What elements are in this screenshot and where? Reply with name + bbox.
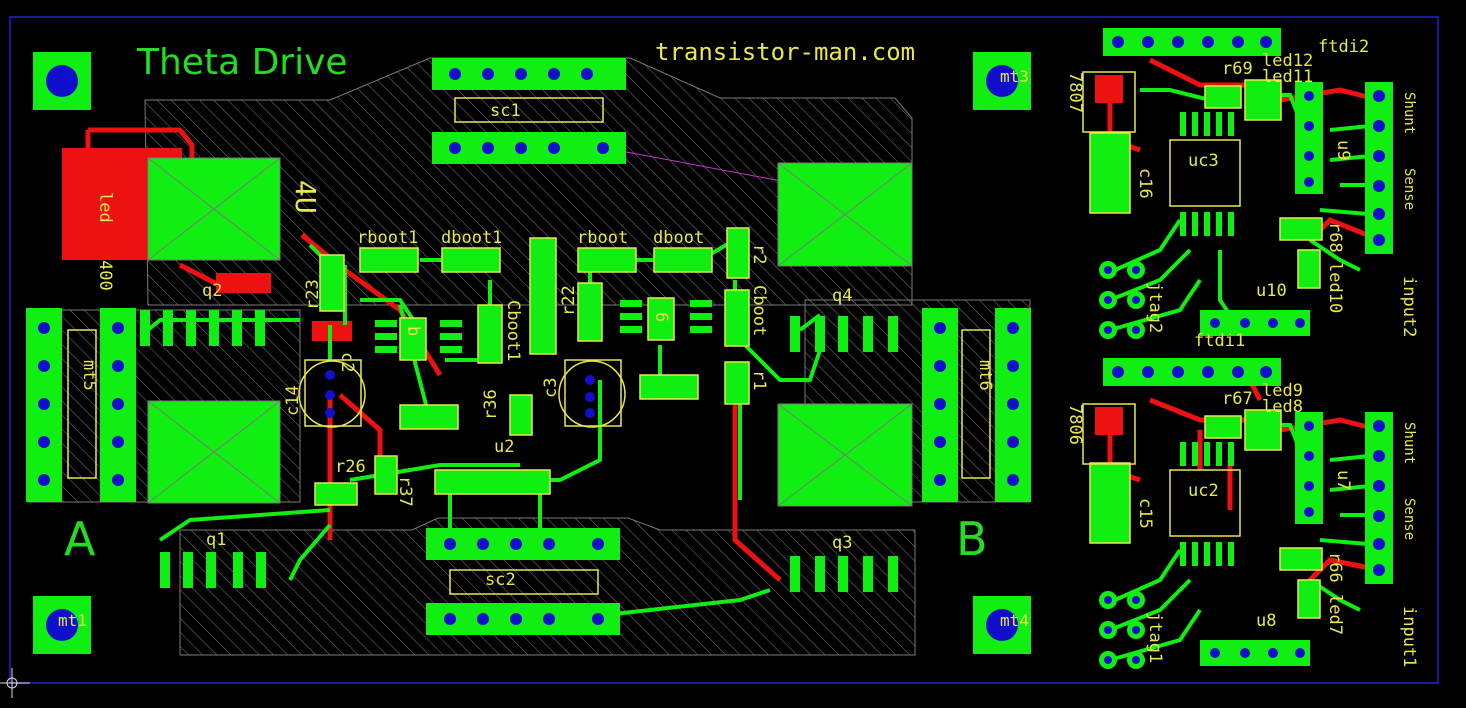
label-q1: q1 bbox=[206, 530, 226, 550]
label-input1: input1 bbox=[1399, 606, 1419, 667]
mt1-label: mt1 bbox=[58, 611, 87, 630]
label-q3: q3 bbox=[832, 533, 852, 553]
label-r1: r1 bbox=[749, 370, 769, 390]
label-mt5: mt5 bbox=[79, 360, 99, 391]
label-r37: r37 bbox=[395, 476, 415, 507]
label-led8: led8 bbox=[1262, 397, 1303, 417]
transistor-legs bbox=[140, 310, 898, 592]
website-label: transistor-man.com bbox=[655, 38, 915, 66]
label-sense-2: Sense bbox=[1401, 168, 1417, 210]
label-dboot1: dboot1 bbox=[441, 228, 502, 248]
label-4u: 4U bbox=[289, 180, 322, 214]
label-c3: c3 bbox=[541, 378, 561, 398]
label-r26: r26 bbox=[335, 457, 366, 477]
label-q2: q2 bbox=[202, 281, 222, 301]
label-led10: led10 bbox=[1325, 262, 1345, 313]
label-rboot: rboot bbox=[577, 228, 628, 248]
label-led9: led9 bbox=[1262, 381, 1303, 401]
jtag-holes bbox=[1104, 266, 1140, 664]
label-ftdi1: ftdi1 bbox=[1194, 331, 1245, 351]
label-r68: r68 bbox=[1325, 222, 1345, 253]
label-dboot: dboot bbox=[653, 228, 704, 248]
label-jtag1: jtag1 bbox=[1145, 612, 1165, 663]
label-jtag2: jtag2 bbox=[1145, 282, 1165, 333]
label-6: 6 bbox=[651, 312, 671, 322]
phase-b-label: B bbox=[956, 512, 988, 566]
label-led12: led12 bbox=[1262, 51, 1313, 71]
label-led11: led11 bbox=[1262, 67, 1313, 87]
label-c14: c14 bbox=[283, 385, 303, 416]
label-7807: 7807 bbox=[1065, 72, 1085, 113]
label-uc2: uc2 bbox=[1188, 481, 1219, 501]
label-r36: r36 bbox=[481, 389, 501, 420]
label-b: b bbox=[403, 326, 423, 336]
label-r22: r22 bbox=[559, 285, 579, 316]
label-led: led bbox=[95, 192, 115, 223]
label-u2: u2 bbox=[494, 437, 514, 457]
reg-7807-pad bbox=[1095, 75, 1123, 103]
label-c2: c2 bbox=[337, 352, 357, 372]
mount-holes bbox=[33, 52, 1031, 654]
label-u8: u8 bbox=[1256, 611, 1276, 631]
label-shunt-2: Shunt bbox=[1401, 92, 1417, 134]
component-labels: led 400 q2 r23 mt5 c14 c2 r26 r37 q1 4U … bbox=[79, 37, 1419, 667]
capacitor-outlines bbox=[298, 360, 626, 428]
mt4-label: mt4 bbox=[1000, 611, 1029, 630]
label-uc3: uc3 bbox=[1188, 151, 1219, 171]
label-u9: u9 bbox=[1333, 140, 1353, 160]
label-c16: c16 bbox=[1135, 168, 1155, 199]
terminal-strips bbox=[26, 28, 1393, 666]
label-u7: u7 bbox=[1333, 470, 1353, 490]
label-r23: r23 bbox=[303, 279, 323, 310]
label-shunt-1: Shunt bbox=[1401, 422, 1417, 464]
label-400: 400 bbox=[95, 260, 115, 291]
reg-7806-pad bbox=[1095, 407, 1123, 435]
label-r2: r2 bbox=[749, 244, 769, 264]
label-r69: r69 bbox=[1222, 59, 1253, 79]
origin-circle bbox=[6, 677, 18, 689]
label-r67: r67 bbox=[1222, 389, 1253, 409]
label-sense-1: Sense bbox=[1401, 498, 1417, 540]
mt3-label: mt3 bbox=[1000, 67, 1029, 86]
board-title: Theta Drive bbox=[136, 42, 348, 83]
board-outline bbox=[9, 16, 1439, 684]
label-u10: u10 bbox=[1256, 281, 1287, 301]
label-ftdi2: ftdi2 bbox=[1318, 37, 1369, 57]
label-r66: r66 bbox=[1325, 552, 1345, 583]
phase-a-label: A bbox=[64, 512, 96, 566]
label-sc2: sc2 bbox=[485, 570, 516, 590]
label-c15: c15 bbox=[1135, 498, 1155, 529]
label-cboot: Cboot bbox=[749, 285, 769, 336]
ic-pins bbox=[375, 112, 1234, 566]
label-sc1: sc1 bbox=[490, 101, 521, 121]
smd-components bbox=[314, 79, 1323, 619]
power-fets bbox=[147, 157, 913, 507]
label-input2: input2 bbox=[1399, 276, 1419, 337]
label-rboot1: rboot1 bbox=[357, 228, 418, 248]
ic-chips bbox=[67, 71, 1241, 595]
label-led7: led7 bbox=[1325, 594, 1345, 635]
label-mt6: mt6 bbox=[975, 360, 995, 391]
label-7806: 7806 bbox=[1065, 404, 1085, 445]
jtag-pads bbox=[1099, 261, 1145, 669]
label-cboot1: Cboot1 bbox=[503, 300, 523, 361]
q2-red-pad bbox=[216, 273, 271, 293]
via-holes bbox=[38, 36, 1385, 658]
label-q4: q4 bbox=[832, 286, 852, 306]
